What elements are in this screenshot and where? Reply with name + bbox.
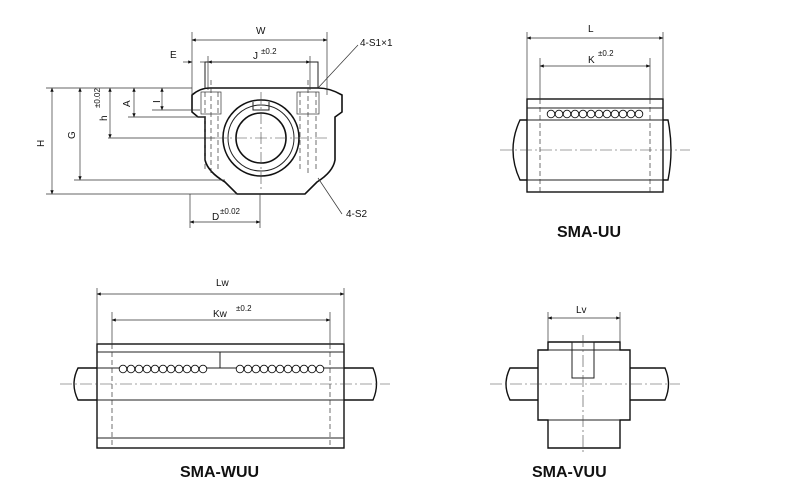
lw-label: Lw xyxy=(216,278,230,289)
h-upper-label: H xyxy=(36,140,47,147)
j-label: J xyxy=(253,51,258,62)
h-tolerance: ±0.02 xyxy=(93,87,102,108)
s2-leader xyxy=(317,177,343,215)
wuu-ball-row-left xyxy=(118,364,208,374)
right-thread-hole xyxy=(296,91,320,115)
a-label: A xyxy=(122,100,133,107)
wuu-view: Lw Kw ±0.2 SMA-WUU xyxy=(60,278,390,481)
lv-label: Lv xyxy=(576,305,587,316)
uu-title: SMA-UU xyxy=(557,224,621,241)
s1-leader xyxy=(317,44,359,89)
i-label: I xyxy=(152,100,163,103)
g-label: G xyxy=(67,131,78,139)
d-tolerance: ±0.02 xyxy=(220,207,241,216)
front-body-outline xyxy=(191,87,343,195)
j-tolerance: ±0.2 xyxy=(261,47,277,56)
uu-view: L K ±0.2 SMA-UU xyxy=(500,24,690,241)
wuu-title: SMA-WUU xyxy=(180,464,259,481)
left-thread-hole xyxy=(200,91,222,115)
right-bolt-hole xyxy=(299,80,317,175)
kw-tolerance: ±0.2 xyxy=(236,304,252,313)
h-small-label: h xyxy=(99,115,110,121)
w-label: W xyxy=(256,26,266,37)
kw-label: Kw xyxy=(213,309,228,320)
uu-ball-row xyxy=(546,109,644,119)
l-label: L xyxy=(588,24,594,35)
front-top-block xyxy=(204,61,319,88)
k-label: K xyxy=(588,55,595,66)
vuu-housing xyxy=(537,341,631,449)
s2-label: 4-S2 xyxy=(346,209,368,220)
left-bolt-hole xyxy=(204,80,219,175)
wuu-ball-row-right xyxy=(235,364,325,374)
d-label: D xyxy=(212,212,219,223)
bearing-slot xyxy=(252,102,270,111)
s1-label: 4-S1×1 xyxy=(360,38,393,49)
vuu-title: SMA-VUU xyxy=(532,464,607,481)
front-view: W J ±0.2 E 4-S1×1 4-S2 H G h ±0.02 xyxy=(36,26,393,228)
vuu-view: Lv SMA-VUU xyxy=(490,305,680,481)
bearing-mid-circle xyxy=(227,104,295,172)
k-tolerance: ±0.2 xyxy=(598,49,614,58)
e-label: E xyxy=(170,50,177,61)
